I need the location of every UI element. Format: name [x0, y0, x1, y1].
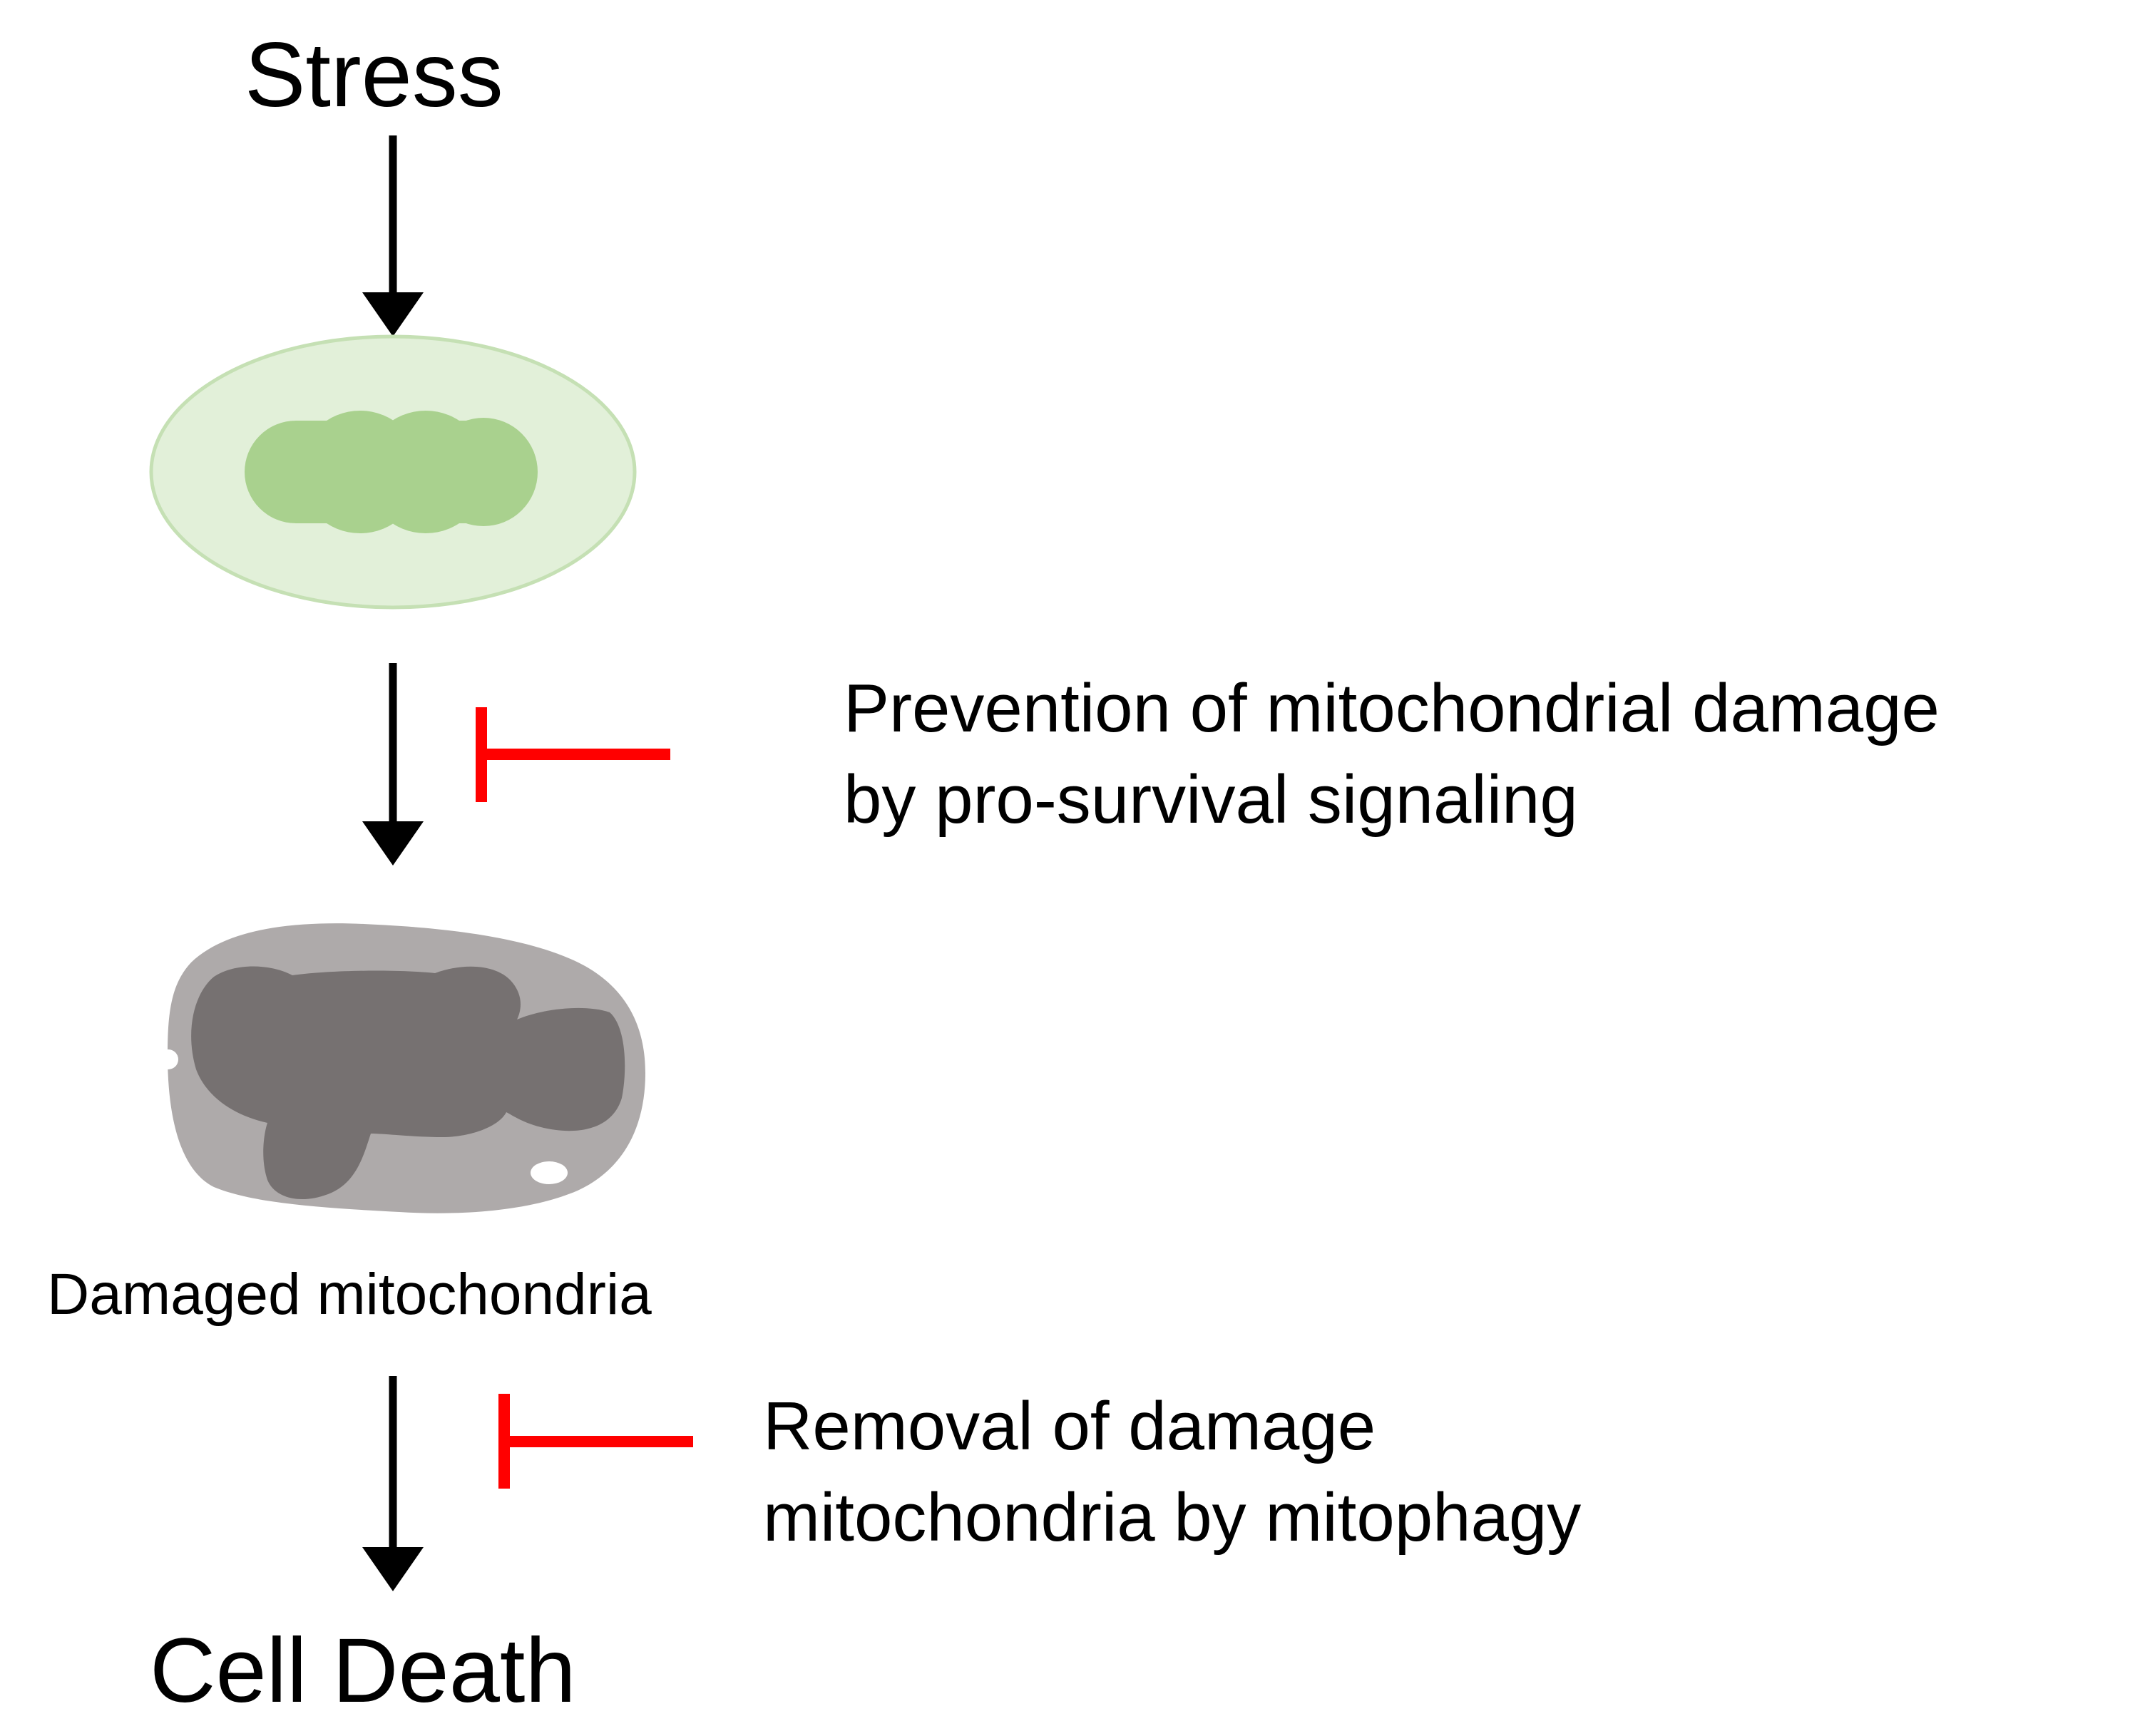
stress-label: Stress	[245, 24, 503, 126]
inhibitor-removal	[498, 1394, 693, 1489]
inhibitor-prevention	[476, 707, 670, 802]
cell-death-label: Cell Death	[150, 1620, 576, 1722]
prevention-label: Prevention of mitochondrial damage by pr…	[844, 663, 1940, 845]
damaged-mitochondrion-icon	[158, 923, 645, 1213]
damaged-mitochondria-label: Damaged mitochondria	[47, 1262, 652, 1327]
removal-label: Removal of damage mitochondria by mitoph…	[763, 1381, 1581, 1563]
healthy-mitochondrion-icon	[149, 334, 637, 610]
arrow-stress-to-mitochondrion	[362, 135, 424, 337]
arrow-mitochondrion-to-damage	[362, 663, 424, 866]
prevention-label-line2: by pro-survival signaling	[844, 761, 1578, 838]
prevention-label-line1: Prevention of mitochondrial damage	[844, 670, 1940, 746]
removal-label-line1: Removal of damage	[763, 1388, 1376, 1464]
removal-label-line2: mitochondria by mitophagy	[763, 1479, 1582, 1556]
arrow-damage-to-cell-death	[362, 1376, 424, 1591]
